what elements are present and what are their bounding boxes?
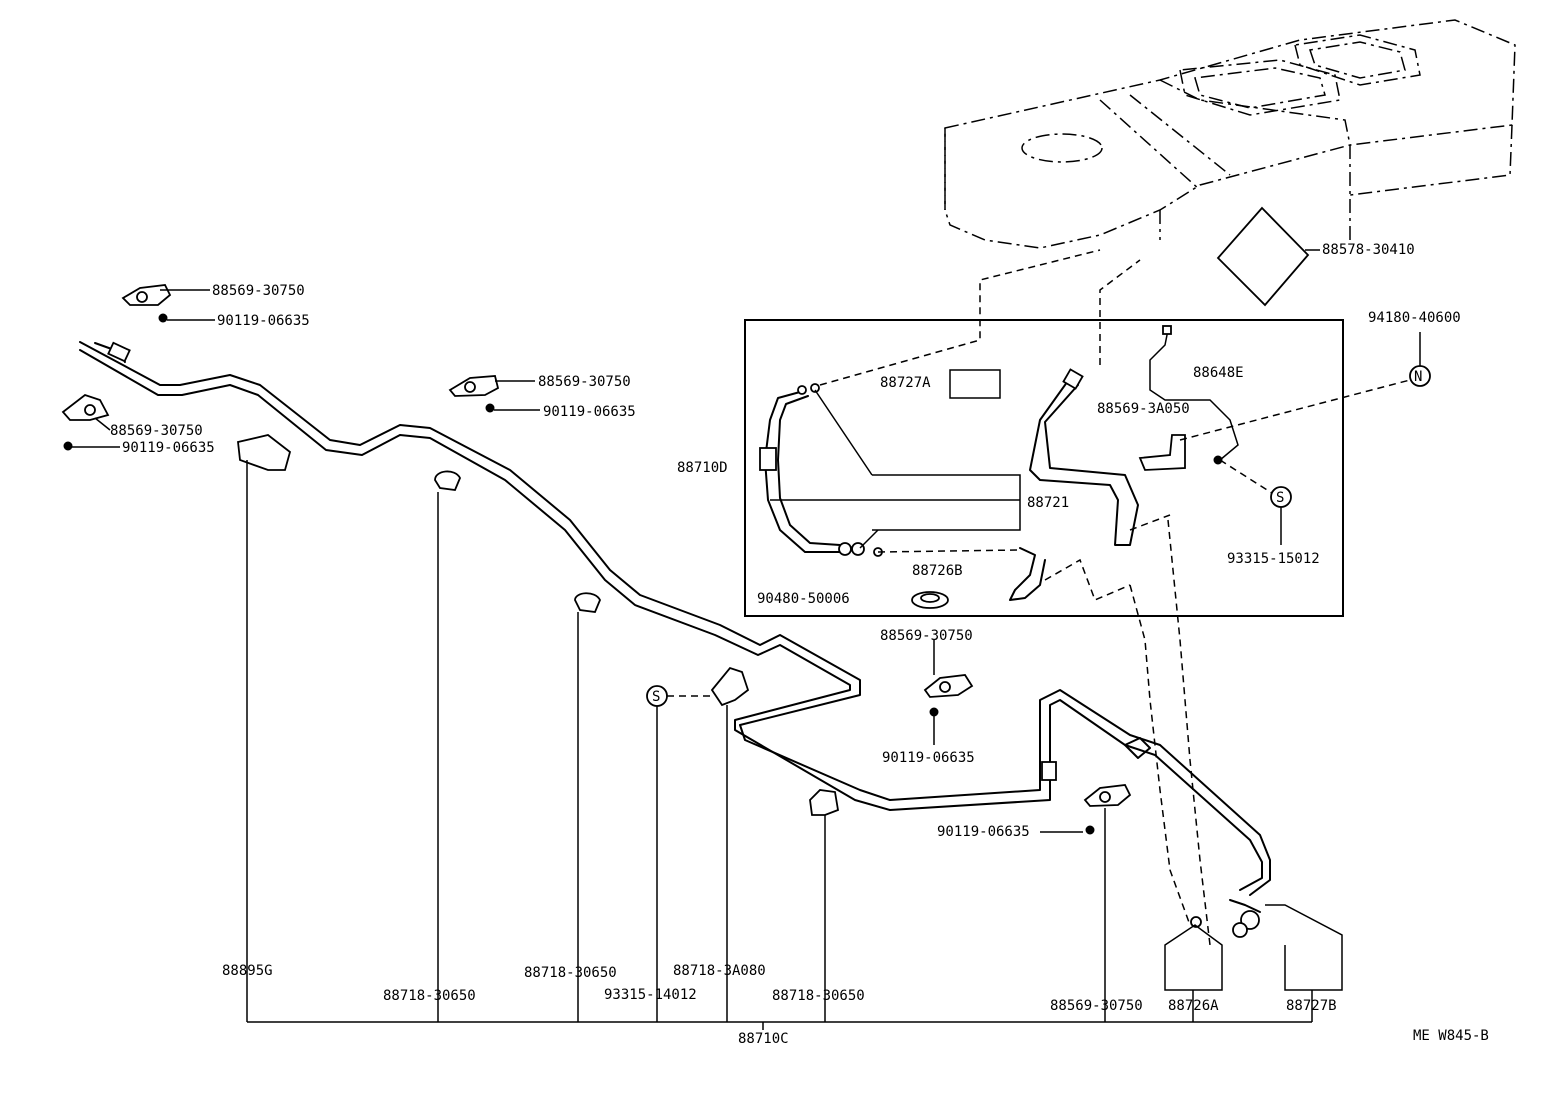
label-90119-06635-d: 90119-06635 [882,750,975,766]
label-88578-30410: 88578-30410 [1322,242,1415,258]
label-88569-30750-a: 88569-30750 [212,283,305,299]
label-88569-30750-e: 88569-30750 [1050,998,1143,1014]
drawing-code: ME W845-B [1413,1028,1489,1044]
label-88718-3A080: 88718-3A080 [673,963,766,979]
label-88569-3A050: 88569-3A050 [1097,401,1190,417]
main-tube-88710C [79,341,1271,913]
label-88718-30650-a: 88718-30650 [383,988,476,1004]
label-88727B: 88727B [1286,998,1337,1014]
label-88727A: 88727A [880,375,931,391]
label-88718-30650-c: 88718-30650 [772,988,865,1004]
label-93315-15012: 93315-15012 [1227,551,1320,567]
label-90119-06635-a: 90119-06635 [217,313,310,329]
label-88648E: 88648E [1193,365,1244,381]
detail-inset [744,249,1411,617]
part-labels: 88569-30750 90119-06635 88569-30750 9011… [110,242,1489,1047]
label-90119-06635-c: 90119-06635 [543,404,636,420]
label-90119-06635-b: 90119-06635 [122,440,215,456]
insulator-diamond [1216,206,1320,307]
label-93315-14012: 93315-14012 [604,987,697,1003]
symbol-s-1: S [646,685,712,1022]
label-90119-06635-e: 90119-06635 [937,824,1030,840]
label-90480-50006: 90480-50006 [757,591,850,607]
label-88569-30750-d: 88569-30750 [880,628,973,644]
label-88710D: 88710D [677,460,728,476]
label-88721: 88721 [1027,495,1069,511]
label-88718-30650-b: 88718-30650 [524,965,617,981]
label-88569-30750-c: 88569-30750 [538,374,631,390]
label-88726B: 88726B [912,563,963,579]
label-88569-30750-b: 88569-30750 [110,423,203,439]
symbol-s-2: S [1270,486,1292,545]
svg-text:N: N [1414,369,1422,385]
dashed-routes [1129,519,1211,946]
label-88710C: 88710C [738,1031,789,1047]
symbol-n: N [1409,332,1431,387]
label-88895G: 88895G [222,963,273,979]
cooling-unit-outline [944,19,1516,249]
label-88726A: 88726A [1168,998,1219,1014]
svg-text:S: S [652,689,660,705]
svg-text:S: S [1276,490,1284,506]
bottom-bracket [247,1021,1312,1030]
label-94180-40600: 94180-40600 [1368,310,1461,326]
clamps [61,284,1343,1022]
